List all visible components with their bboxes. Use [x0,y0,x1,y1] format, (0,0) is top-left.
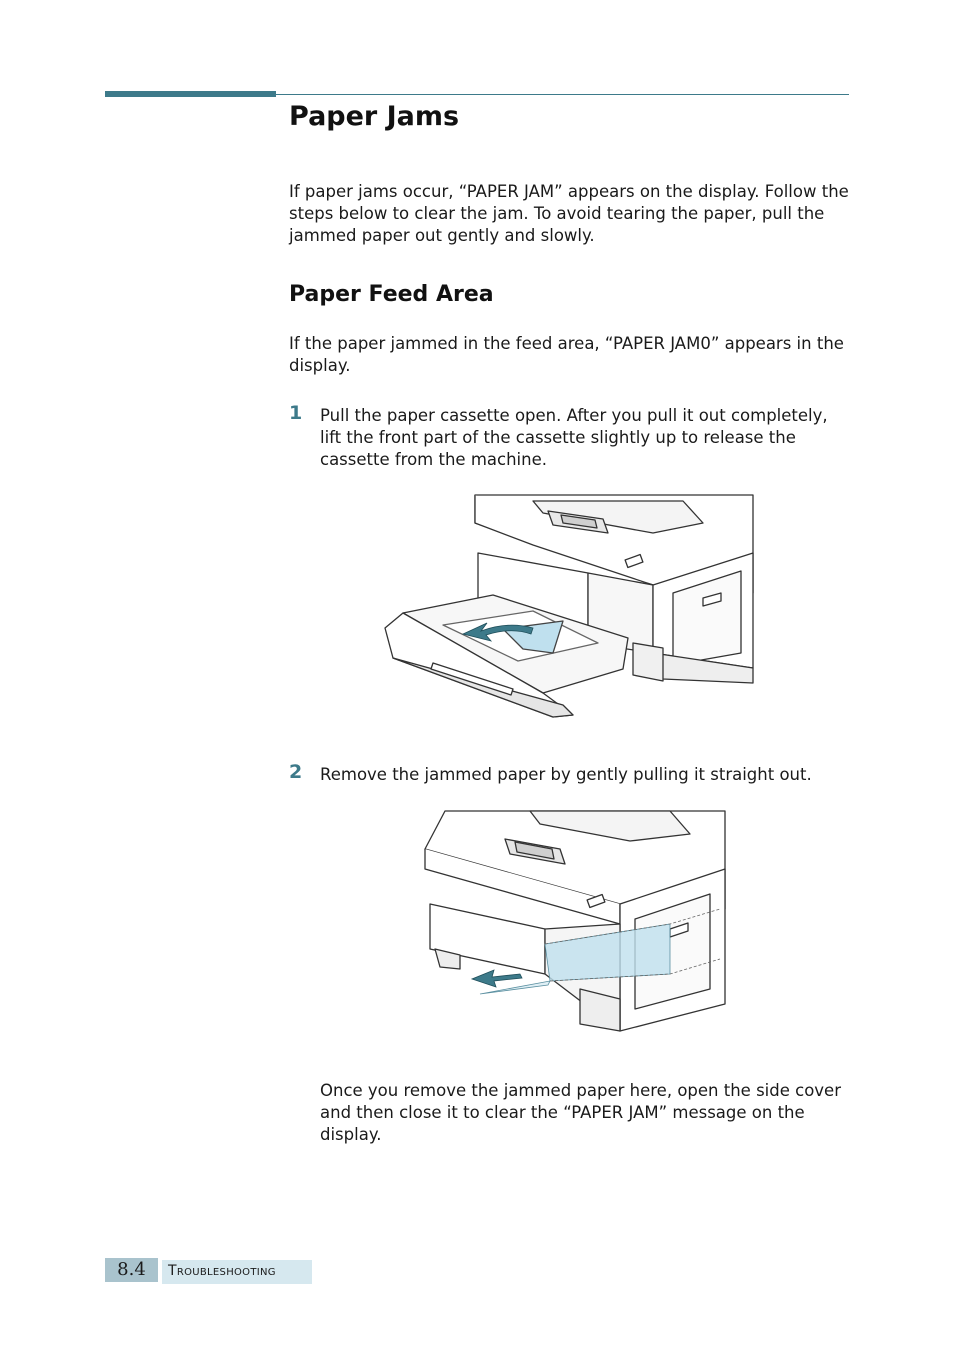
page-number: 8.4 [105,1258,158,1282]
chapter-title: Troubleshooting [162,1260,312,1284]
step-1-text: Pull the paper cassette open. After you … [320,406,828,469]
step-2-text: Remove the jammed paper by gently pullin… [320,765,812,784]
header-rule-thin [276,94,849,95]
section-title: Paper Feed Area [289,282,494,307]
header-rule-thick [105,91,276,97]
step-1-number: 1 [289,402,303,424]
intro-paragraph: If paper jams occur, “PAPER JAM” appears… [289,182,849,245]
page-title: Paper Jams [289,101,460,132]
section-description: If the paper jammed in the feed area, “P… [289,334,844,375]
cassette-open-illustration [384,494,754,718]
step-2-number: 2 [289,761,303,783]
closing-paragraph: Once you remove the jammed paper here, o… [320,1081,841,1144]
remove-paper-illustration [424,810,726,1032]
